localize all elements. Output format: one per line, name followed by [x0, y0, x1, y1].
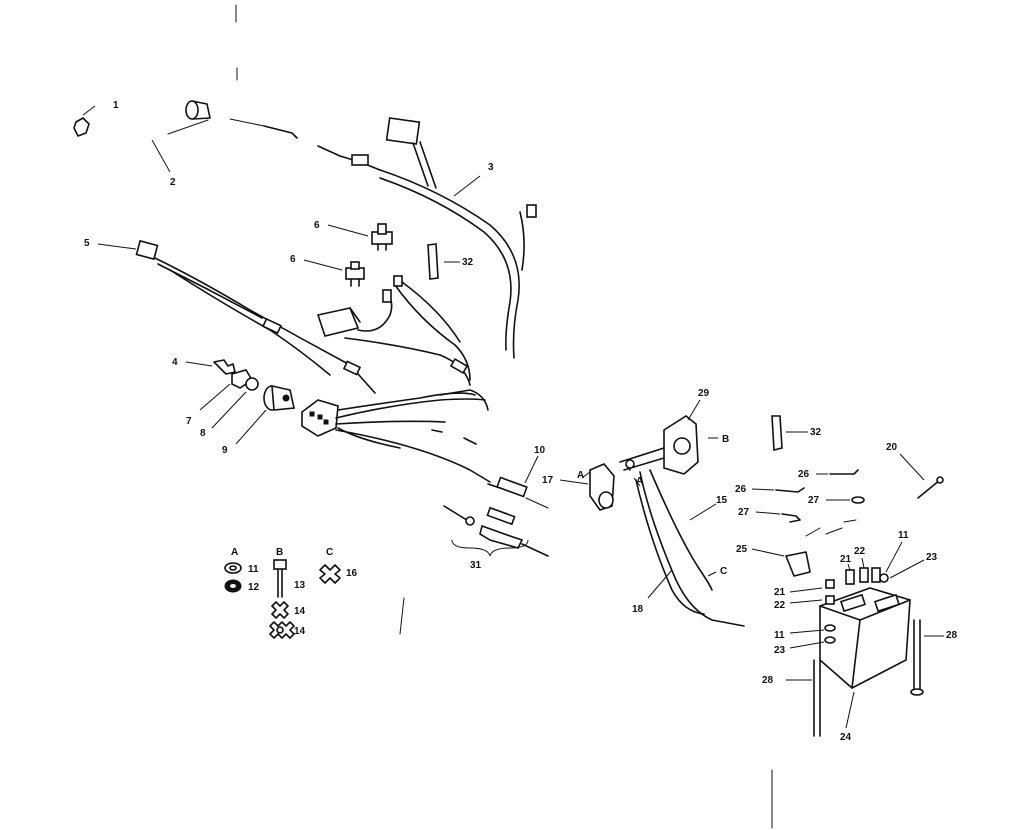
switch-6a-part: 6 — [314, 220, 393, 251]
inline-fuse-10-part: 10 — [487, 445, 549, 509]
hold-down-rod-20-part: 20 — [886, 442, 944, 499]
legend-col-a: A — [231, 547, 238, 558]
label-14a: 14 — [294, 606, 306, 617]
label-9: 9 — [222, 445, 228, 456]
headlight-bulb-part: 2 — [151, 100, 298, 188]
label-13: 13 — [294, 580, 306, 591]
label-22a: 22 — [774, 600, 786, 611]
label-18: 18 — [632, 604, 644, 615]
label-27b: 27 — [738, 507, 750, 518]
label-27a: 27 — [808, 495, 820, 506]
label-32b: 32 — [810, 427, 822, 438]
label-31: 31 — [470, 560, 482, 571]
hardware-legend: A B C 11 12 13 14 14 16 — [224, 547, 358, 639]
label-20: 20 — [886, 442, 898, 453]
label-3: 3 — [488, 162, 494, 173]
bracket-32a-part: 32 — [427, 243, 474, 280]
label-22b: 22 — [854, 546, 866, 557]
label-28b: 28 — [946, 630, 958, 641]
ref-c: C — [720, 566, 727, 577]
label-2: 2 — [170, 177, 176, 188]
label-12: 12 — [248, 582, 260, 593]
label-11c: 11 — [898, 530, 909, 541]
legend-col-b: B — [276, 547, 283, 558]
label-7: 7 — [186, 416, 192, 427]
mounting-plate-29-part: 29 B — [619, 388, 729, 475]
battery-24-part: 24 — [819, 587, 911, 743]
label-6a: 6 — [314, 220, 320, 231]
regulator-module-part — [316, 275, 471, 386]
bulb-clip-part: 1 — [73, 100, 119, 137]
fuse-kit-31-part: 31 — [443, 505, 549, 571]
rod-28a-part: 28 — [762, 659, 821, 737]
ref-a2: A — [636, 476, 643, 487]
label-24: 24 — [840, 732, 852, 743]
label-26b: 26 — [735, 484, 747, 495]
label-8: 8 — [200, 428, 206, 439]
label-11a: 11 — [248, 564, 259, 575]
label-15: 15 — [716, 495, 728, 506]
boot-17-part: 17 A — [542, 463, 615, 511]
bracket-25-part: 25 — [736, 544, 811, 577]
label-21a: 21 — [774, 587, 786, 598]
label-21b: 21 — [840, 554, 852, 565]
label-23b: 23 — [926, 552, 938, 563]
label-10: 10 — [534, 445, 546, 456]
part-8-washer: 8 — [200, 377, 259, 439]
label-11b: 11 — [774, 630, 785, 641]
part-4: 4 — [172, 357, 236, 375]
legend-col-c: C — [326, 547, 333, 558]
label-14b: 14 — [294, 626, 306, 637]
battery-cables-15-18-part: A 15 18 C — [625, 459, 745, 627]
scan-artifacts — [235, 4, 773, 829]
label-16: 16 — [346, 568, 358, 579]
label-4: 4 — [172, 357, 178, 368]
connector-5-part: 5 — [84, 238, 376, 394]
rod-28b-part: 28 — [910, 619, 958, 696]
part-9-ignition-switch: 9 — [222, 384, 295, 456]
bracket-32b-part: 32 — [771, 415, 822, 452]
label-32a: 32 — [462, 257, 474, 268]
terminal-stack-left: 21 22 11 23 — [774, 579, 836, 656]
main-harness-part: 3 — [317, 117, 537, 359]
ref-a1: A — [577, 470, 584, 481]
label-1: 1 — [113, 100, 119, 111]
label-6b: 6 — [290, 254, 296, 265]
label-29: 29 — [698, 388, 710, 399]
label-28a: 28 — [762, 675, 774, 686]
label-17: 17 — [542, 475, 554, 486]
label-26a: 26 — [798, 469, 810, 480]
part-7-bezel: 7 — [186, 369, 254, 427]
label-5: 5 — [84, 238, 90, 249]
switch-6b-part: 6 — [290, 254, 365, 287]
terminal-stack-right: 21 22 11 23 — [840, 530, 938, 585]
label-25: 25 — [736, 544, 748, 555]
ref-b: B — [722, 434, 729, 445]
hardware-26-27-part: 26 26 27 27 — [735, 469, 865, 537]
junction-connector-part — [301, 389, 491, 483]
label-23a: 23 — [774, 645, 786, 656]
